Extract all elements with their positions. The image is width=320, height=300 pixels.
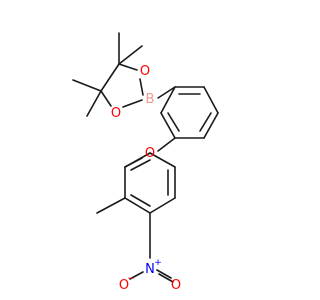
atom-nitro-oxygen-right: O bbox=[171, 278, 181, 293]
bond-c-c-ring bbox=[100, 63, 120, 92]
bond-ring1-2 bbox=[203, 86, 219, 114]
atom-nitro-nitrogen-charge: + bbox=[154, 258, 162, 268]
atom-nitro-oxygen-left-charge: − bbox=[127, 274, 135, 284]
bond-ring2-2 bbox=[124, 197, 151, 214]
bond-ring1-3 bbox=[203, 112, 219, 139]
atom-ring-oxygen-top: O bbox=[140, 64, 150, 79]
bond-o-top-c bbox=[118, 63, 138, 71]
atom-ring-oxygen-bottom: O bbox=[111, 106, 121, 121]
bond-n-o-right-a bbox=[156, 269, 172, 279]
bond-ring2-3 bbox=[149, 197, 176, 214]
bond-ring1-5 bbox=[160, 112, 176, 139]
bond-ring2-5 bbox=[149, 152, 176, 168]
bond-n-o-left bbox=[129, 271, 144, 280]
bond-layer bbox=[72, 32, 219, 283]
bond-ring1-o bbox=[157, 137, 176, 152]
bond-ring2-d1 bbox=[130, 194, 151, 207]
molecule-diagram: B O O O N + O − O bbox=[72, 32, 219, 293]
bond-b-ring bbox=[157, 86, 176, 99]
bond-c-o-bottom bbox=[100, 90, 112, 107]
atom-nitro-nitrogen: N bbox=[145, 262, 155, 277]
atom-ether-oxygen: O bbox=[145, 146, 155, 161]
atom-label-layer: B O O O N + O − O bbox=[111, 64, 181, 293]
bond-b-o-top bbox=[139, 78, 144, 96]
bond-o-bottom-b bbox=[122, 99, 143, 108]
bond-ring1-d2 bbox=[199, 112, 212, 132]
atom-boron: B bbox=[146, 92, 155, 107]
bond-aryl-methyl bbox=[96, 197, 126, 214]
molecule-structure-svg: B O O O N + O − O bbox=[72, 32, 219, 293]
bond-methyl-4 bbox=[86, 90, 102, 117]
bond-methyl-3 bbox=[72, 79, 102, 92]
atom-nitro-oxygen-left: O bbox=[119, 278, 129, 293]
bond-ring1-d3 bbox=[167, 112, 180, 132]
bond-ring1-6 bbox=[160, 86, 176, 114]
bond-ring2-6 bbox=[124, 152, 151, 168]
bond-methyl-2 bbox=[118, 45, 143, 65]
bond-n-o-right-b bbox=[158, 273, 174, 283]
bond-ring2-d3 bbox=[130, 159, 151, 171]
